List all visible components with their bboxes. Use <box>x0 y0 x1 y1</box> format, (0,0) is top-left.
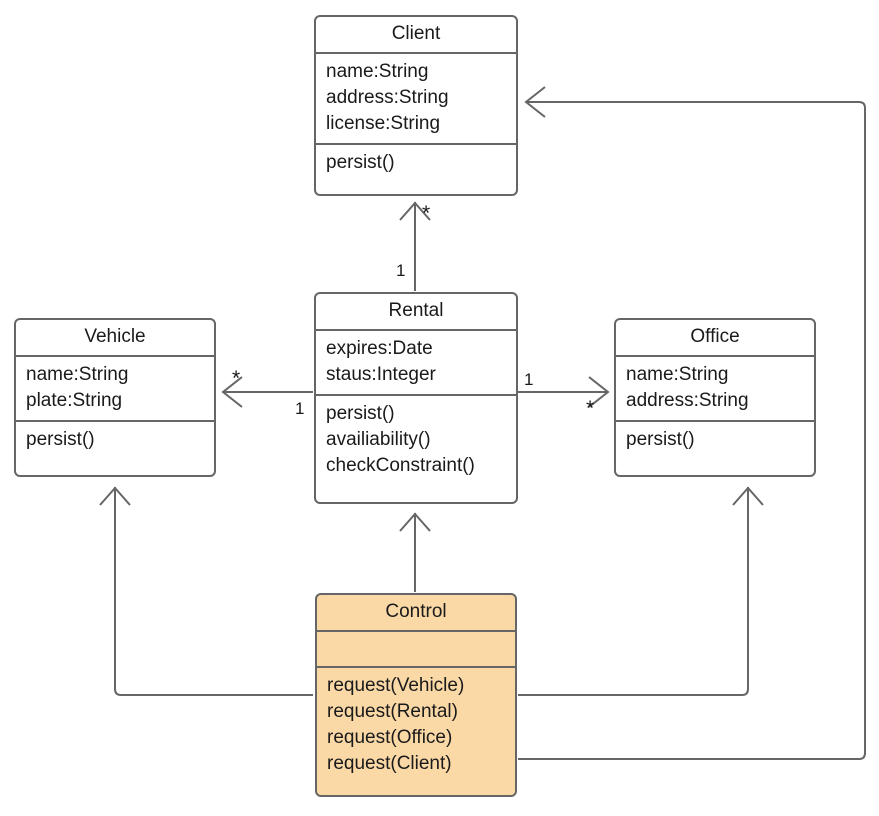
class-operations-office: persist() <box>616 422 814 459</box>
attribute: name:String <box>626 364 729 385</box>
class-box-client[interactable]: Client name:String address:String licens… <box>314 15 518 196</box>
attribute: address:String <box>626 390 749 411</box>
class-attributes-control <box>317 632 515 668</box>
attribute: staus:Integer <box>326 364 436 385</box>
class-operations-control: request(Vehicle) request(Rental) request… <box>317 668 515 783</box>
operation: request(Office) <box>327 727 453 748</box>
operation: persist() <box>326 403 395 424</box>
multiplicity-rental-vehicle-target: * <box>232 367 241 390</box>
class-operations-rental: persist() availiability() checkConstrain… <box>316 396 516 485</box>
class-attributes-client: name:String address:String license:Strin… <box>316 54 516 145</box>
attribute: license:String <box>326 113 441 134</box>
class-operations-vehicle: persist() <box>16 422 214 459</box>
operation: checkConstraint() <box>326 455 475 476</box>
multiplicity-rental-office-target: * <box>586 397 595 420</box>
class-attributes-vehicle: name:String plate:String <box>16 357 214 422</box>
association-control-rental <box>399 512 431 592</box>
association-control-vehicle <box>99 486 313 696</box>
class-attributes-office: name:String address:String <box>616 357 814 422</box>
attribute: address:String <box>326 87 449 108</box>
class-box-vehicle[interactable]: Vehicle name:String plate:String persist… <box>14 318 216 477</box>
operation: persist() <box>626 429 695 450</box>
operation: request(Rental) <box>327 701 458 722</box>
operation: request(Vehicle) <box>327 675 465 696</box>
attribute: plate:String <box>26 390 123 411</box>
operation: request(Client) <box>327 753 452 774</box>
class-attributes-rental: expires:Date staus:Integer <box>316 331 516 396</box>
class-box-rental[interactable]: Rental expires:Date staus:Integer persis… <box>314 292 518 504</box>
operation: persist() <box>26 429 95 450</box>
class-box-office[interactable]: Office name:String address:String persis… <box>614 318 816 477</box>
class-operations-client: persist() <box>316 145 516 182</box>
attribute: expires:Date <box>326 338 433 359</box>
multiplicity-rental-office-source: 1 <box>524 370 534 389</box>
operation: persist() <box>326 152 395 173</box>
class-title-rental: Rental <box>316 294 516 331</box>
attribute: name:String <box>326 61 429 82</box>
multiplicity-rental-vehicle-source: 1 <box>295 399 305 418</box>
attribute: name:String <box>26 364 129 385</box>
association-control-office <box>518 486 764 696</box>
multiplicity-rental-client-target: * <box>422 202 431 225</box>
class-title-client: Client <box>316 17 516 54</box>
class-title-vehicle: Vehicle <box>16 320 214 357</box>
multiplicity-rental-client-source: 1 <box>396 261 406 280</box>
operation: availiability() <box>326 429 431 450</box>
class-box-control[interactable]: Control request(Vehicle) request(Rental)… <box>315 593 517 797</box>
class-title-office: Office <box>616 320 814 357</box>
class-title-control: Control <box>317 595 515 632</box>
